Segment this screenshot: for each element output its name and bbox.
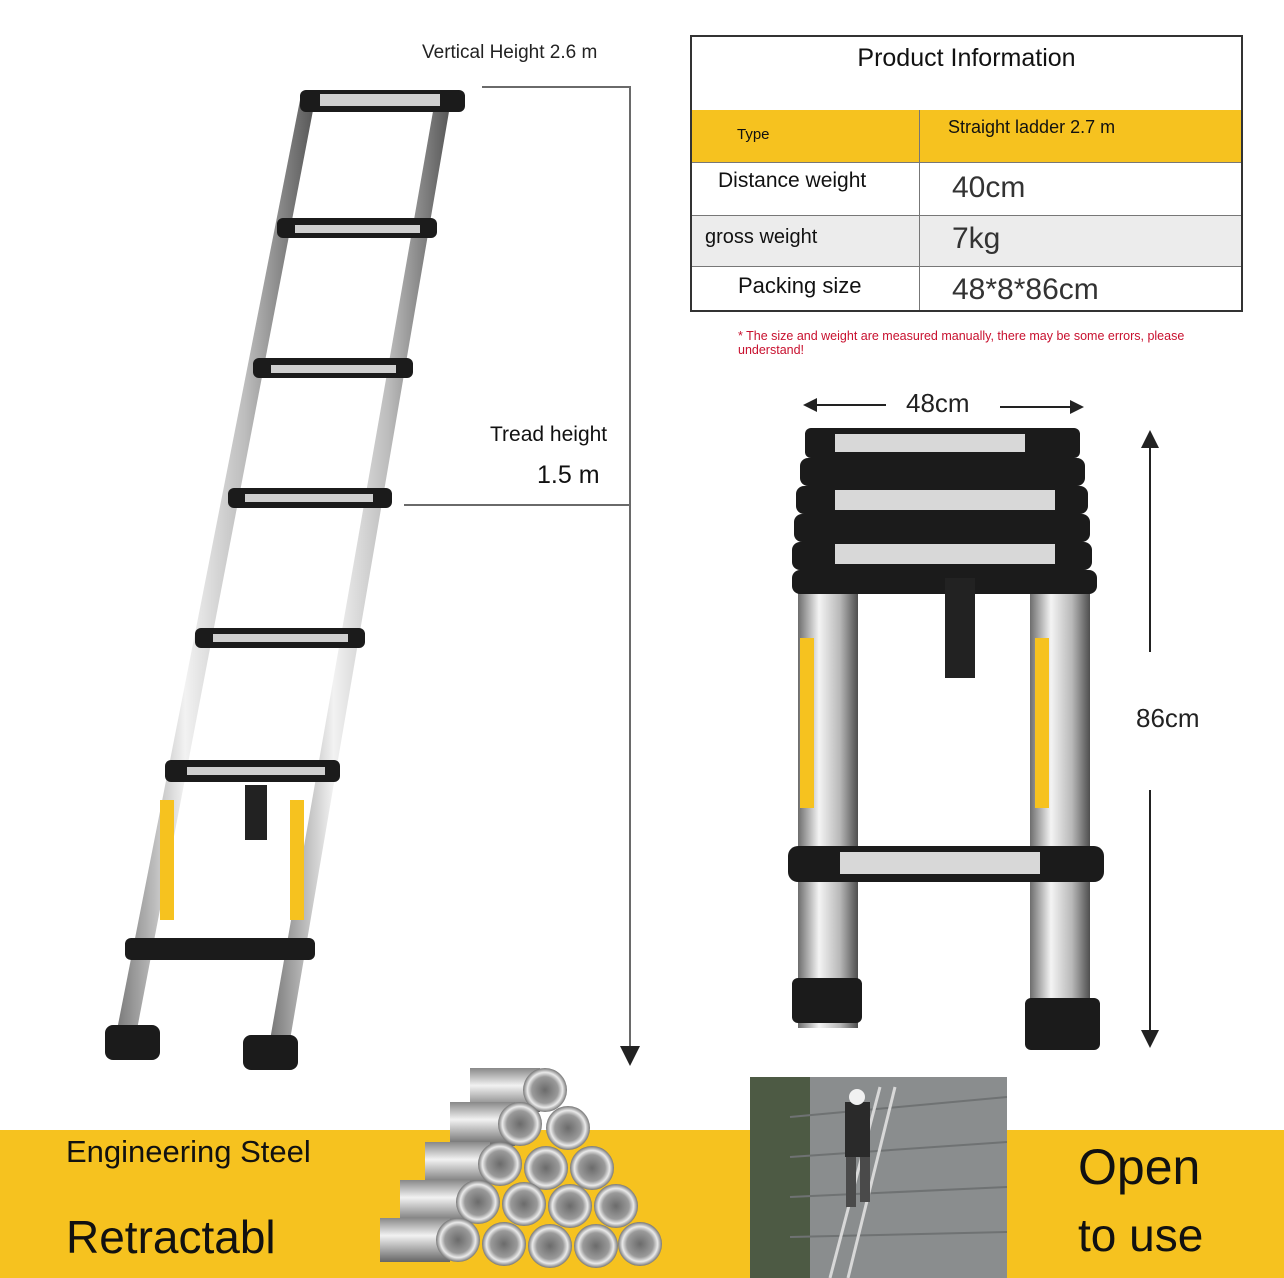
folded-ladder-image	[788, 428, 1104, 1050]
width-line-right	[1000, 406, 1076, 408]
row-value: 7kg	[952, 222, 1001, 255]
vertical-height-label: Vertical Height 2.6 m	[422, 42, 598, 63]
vertical-height-dimension-line	[629, 88, 631, 1048]
arrow-up-icon	[1141, 430, 1159, 448]
row-value: Straight ladder 2.7 m	[948, 117, 1116, 137]
row-label: Packing size	[738, 273, 862, 298]
banner-open: Open	[1078, 1139, 1201, 1195]
product-info-table: Product Information Type Straight ladder…	[690, 35, 1243, 312]
worker-on-ladder-photo	[750, 1077, 1007, 1278]
row-value: 48*8*86cm	[952, 273, 1099, 306]
banner-retractable: Retractabl	[66, 1211, 276, 1263]
row-label: Type	[737, 126, 770, 143]
row-value: 40cm	[952, 171, 1026, 204]
width-line-left	[806, 404, 886, 406]
steel-pipes-image	[380, 1068, 662, 1268]
height-line-bottom	[1149, 790, 1151, 1035]
table-row: Packing size 48*8*86cm	[692, 267, 1241, 310]
arrow-right-icon	[1070, 400, 1084, 414]
tread-height-line	[404, 504, 631, 506]
extended-ladder-image	[105, 90, 465, 1070]
row-label: Distance weight	[718, 169, 867, 192]
vertical-height-top-line	[482, 86, 631, 88]
banner-engineering-steel: Engineering Steel	[66, 1134, 311, 1169]
table-row: gross weight 7kg	[692, 216, 1241, 267]
height-line-top	[1149, 440, 1151, 652]
arrow-down-icon	[620, 1046, 640, 1066]
table-row: Type Straight ladder 2.7 m	[692, 110, 1241, 163]
arrow-left-icon	[803, 398, 817, 412]
row-label: gross weight	[705, 226, 818, 248]
height-dimension-label: 86cm	[1136, 703, 1200, 733]
table-row: Distance weight 40cm	[692, 163, 1241, 216]
tread-height-value: 1.5 m	[537, 461, 600, 489]
width-dimension-label: 48cm	[906, 388, 970, 418]
product-info-title: Product Information	[692, 37, 1241, 111]
tread-height-label: Tread height	[490, 423, 608, 446]
measurement-note: * The size and weight are measured manua…	[738, 329, 1185, 357]
banner-to-use: to use	[1078, 1209, 1204, 1261]
arrow-down-icon	[1141, 1030, 1159, 1048]
